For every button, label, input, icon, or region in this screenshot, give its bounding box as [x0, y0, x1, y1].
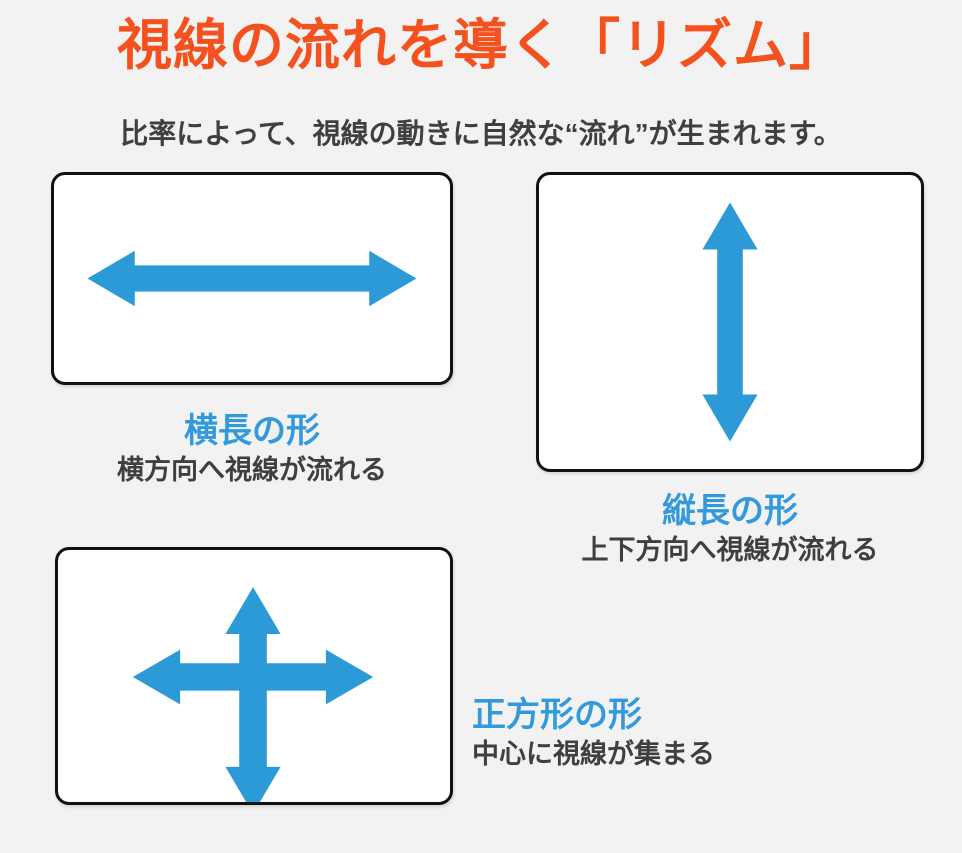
page-title: 視線の流れを導く「リズム」	[116, 14, 845, 76]
caption-tall: 縦長の形 上下方向へ視線が流れる	[510, 492, 950, 566]
shape-card-wide[interactable]	[51, 172, 453, 385]
caption-wide-heading: 横長の形	[184, 412, 320, 450]
caption-square-heading: 正方形の形	[472, 696, 642, 734]
double-arrow-vertical-icon	[702, 202, 758, 442]
caption-square: 正方形の形 中心に視線が集まる	[472, 696, 872, 770]
double-arrow-horizontal-icon	[87, 250, 417, 307]
shape-card-square[interactable]	[55, 547, 453, 805]
page-subtitle: 比率によって、視線の動きに自然な“流れ”が生まれます。	[120, 118, 842, 149]
caption-wide: 横長の形 横方向へ視線が流れる	[40, 412, 464, 486]
caption-square-description: 中心に視線が集まる	[472, 739, 715, 770]
shape-card-tall[interactable]	[536, 172, 924, 472]
caption-tall-heading: 縦長の形	[662, 492, 798, 530]
caption-wide-description: 横方向へ視線が流れる	[117, 455, 387, 486]
caption-tall-description: 上下方向へ視線が流れる	[581, 535, 879, 566]
four-way-arrow-icon	[132, 587, 374, 802]
